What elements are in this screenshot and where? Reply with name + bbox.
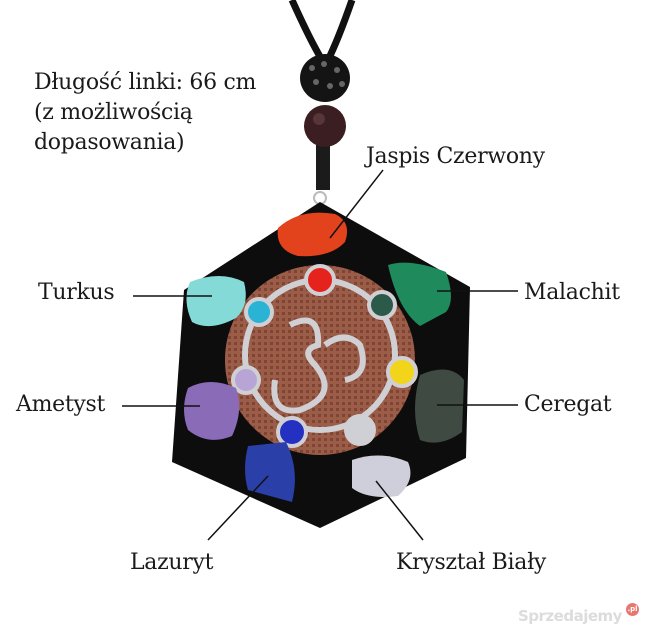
chakra-stones — [231, 264, 418, 448]
cord-length-line2: (z możliwością — [34, 100, 193, 125]
stone-malachit — [388, 262, 451, 326]
label-krysztal-bialy: Kryształ Biały — [396, 550, 547, 575]
cord-length-line3: dopasowania) — [34, 130, 185, 155]
stone-ametyst — [184, 382, 240, 440]
stone-ceregat — [415, 369, 464, 443]
stone-turkus — [186, 276, 246, 327]
stone-krysztal — [352, 455, 411, 497]
wood-bead — [304, 105, 346, 147]
cord-length-line1: Długość linki: 66 cm — [34, 70, 257, 95]
watermark-logo: Sprzedajemy — [518, 607, 622, 625]
label-lazuryt: Lazuryt — [130, 550, 214, 575]
leader-lines — [122, 169, 518, 541]
label-jaspis-czerwony: Jaspis Czerwony — [366, 144, 545, 169]
cord-length-note: Długość linki: 66 cm (z możliwością dopa… — [34, 68, 256, 158]
label-ametyst: Ametyst — [16, 392, 106, 417]
watermark-badge: .pl — [626, 603, 639, 616]
knot-bead — [300, 54, 350, 102]
label-turkus: Turkus — [38, 280, 115, 305]
stone-jaspis — [277, 212, 348, 257]
label-ceregat: Ceregat — [524, 392, 612, 417]
label-malachit: Malachit — [524, 280, 620, 305]
